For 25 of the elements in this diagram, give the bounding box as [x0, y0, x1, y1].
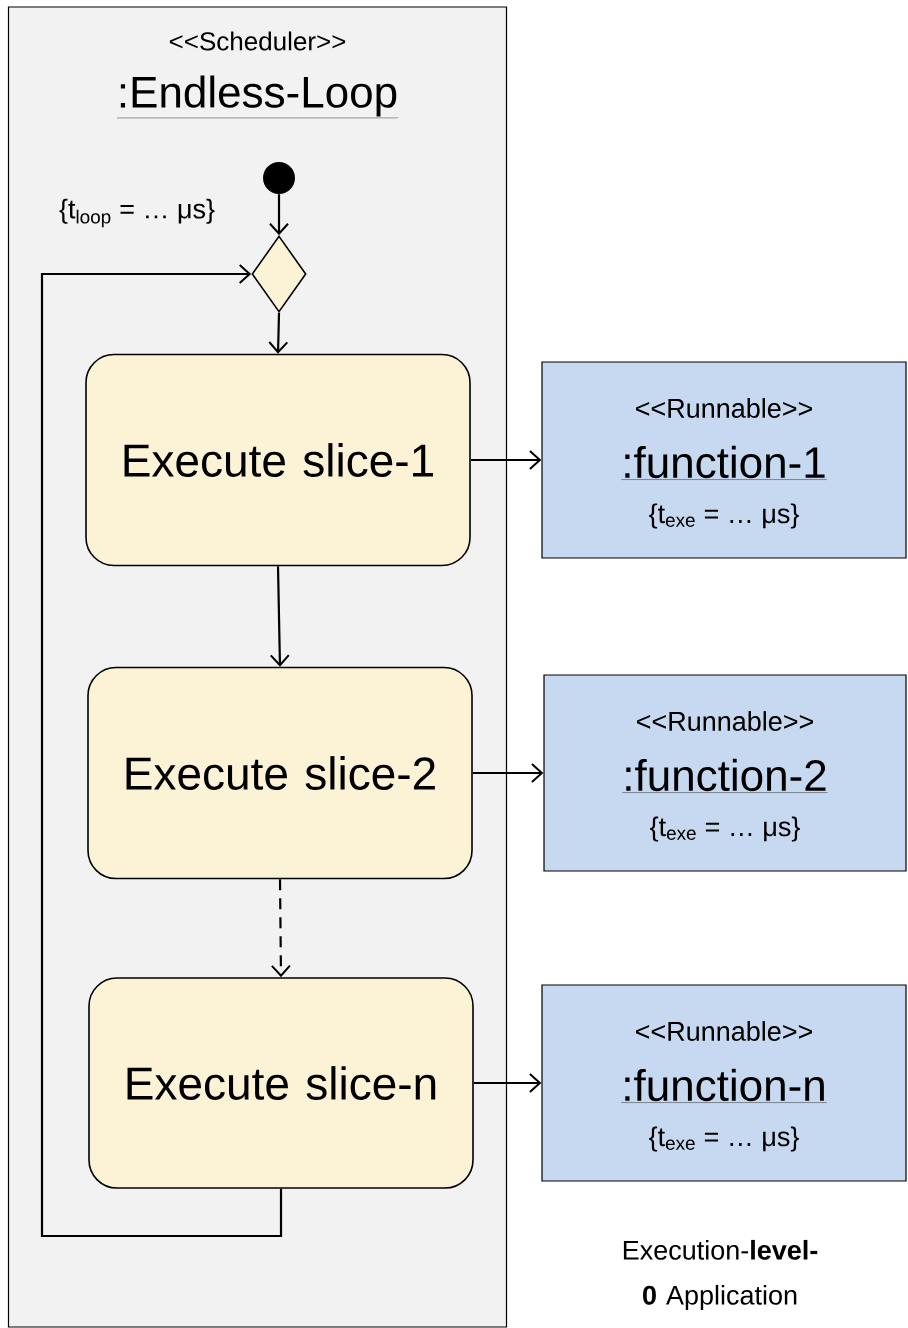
arrow: [270, 879, 291, 978]
constraint-label: {t$_{loop}$ = … μs}: [59, 198, 215, 228]
arrow: [472, 763, 544, 783]
caption-note: Execution-level-0 Application: [623, 1239, 818, 1311]
arrow: [269, 194, 289, 236]
arrow: [40, 264, 283, 1238]
action-box: Execute slice-2: [87, 666, 473, 880]
arrow: [268, 312, 289, 354]
arrow: [269, 566, 290, 667]
object-name: :function-2: [622, 758, 828, 793]
stereotype: <<Scheduler>>: [169, 31, 346, 51]
stereotype: <<Runnable>>: [636, 1021, 812, 1041]
timing-constraint: {t$_{exe}$ = … μs}: [650, 816, 800, 842]
arrow: [473, 1073, 542, 1093]
object-name: :function-n: [621, 1068, 827, 1103]
stereotype: <<Runnable>>: [636, 398, 812, 418]
stereotype: <<Runnable>>: [637, 711, 813, 731]
timing-constraint: {t$_{exe}$ = … μs}: [649, 503, 799, 529]
action-box: Execute slice-n: [88, 977, 474, 1189]
arrow: [470, 450, 542, 470]
action-box: Execute slice-1: [85, 353, 471, 567]
start-dot: [263, 162, 295, 194]
timing-constraint: {t$_{exe}$ = … μs}: [649, 1126, 799, 1152]
object-name: :function-1: [621, 445, 827, 480]
container-title: :Endless-Loop: [116, 75, 399, 119]
